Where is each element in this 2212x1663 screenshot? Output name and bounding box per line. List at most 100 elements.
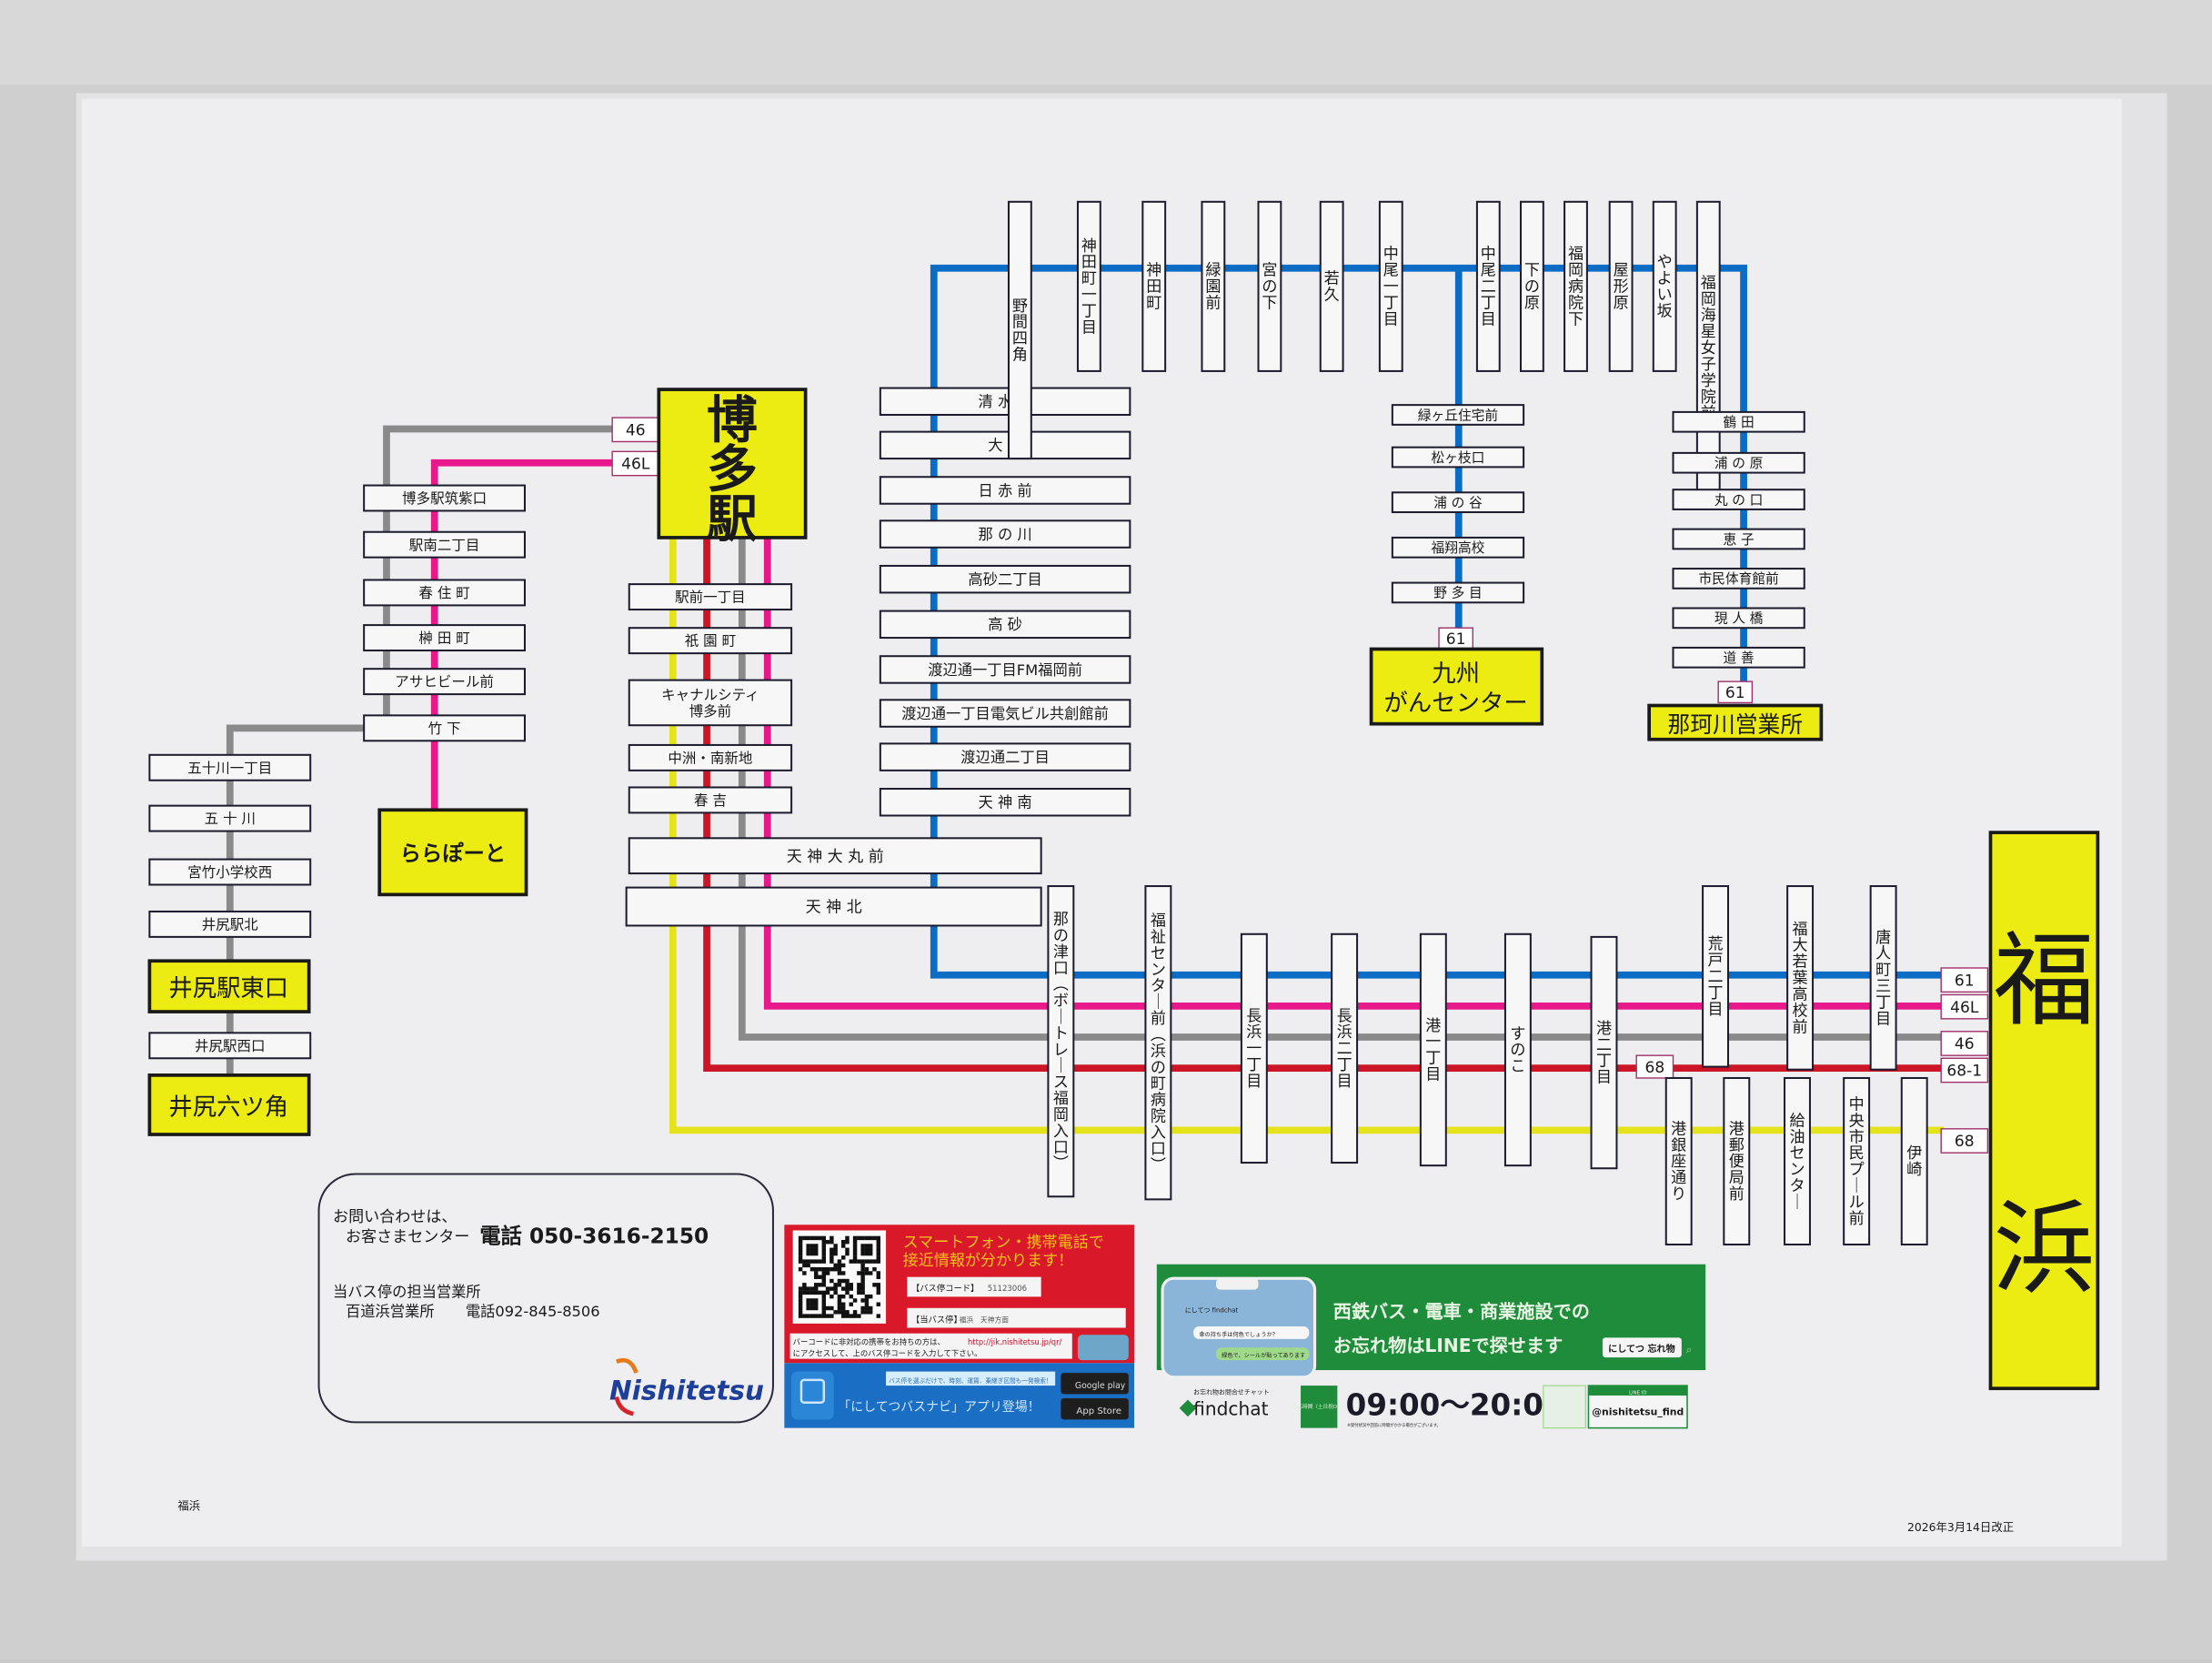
notice-url[interactable]: http://jik.nishitetsu.jp/qr/ xyxy=(968,1337,1062,1346)
bus-stop-trunk_top-3[interactable]: 長浜二丁目 xyxy=(1331,932,1359,1164)
route-number-nakagawa_61: 61 xyxy=(1717,680,1754,704)
bus-stop-hakata_south-4[interactable]: 春 吉 xyxy=(628,786,793,814)
app-store-badge[interactable] xyxy=(1061,1398,1129,1420)
bus-stop-route46_south-2[interactable]: 宮竹小学校西 xyxy=(148,858,312,886)
hub-fukuhama[interactable]: 福浜 xyxy=(1988,831,2100,1391)
bus-stop-route46_south-0[interactable]: 五十川一丁目 xyxy=(148,753,312,781)
bus-stop-route61_cancer-3[interactable]: 福翔高校 xyxy=(1391,536,1525,559)
hub-nakagawa-label: 那珂川営業所 xyxy=(1667,711,1803,738)
bus-stop-label: 中洲・南新地 xyxy=(668,750,752,766)
hub-lalaport[interactable]: ららぽーと xyxy=(377,808,528,897)
line-search-chip[interactable] xyxy=(1602,1337,1682,1358)
bus-stop-label: 丸 の 口 xyxy=(1714,492,1764,508)
bus-stop-trunk_top-4[interactable]: 港一丁目 xyxy=(1419,932,1447,1167)
bus-stop-label: 那の津口︵ボ｜トレ｜ス福岡入口︶ xyxy=(1053,911,1069,1174)
bus-stop-route61_top-10[interactable]: 屋形原 xyxy=(1608,200,1634,372)
bus-stop-route61_top-6[interactable]: 中尾一丁目 xyxy=(1378,200,1403,372)
bus-stop-label: 福大若葉高校前 xyxy=(1793,921,1808,1036)
bus-stop-route61_central-1[interactable]: 大 楠 xyxy=(879,430,1131,460)
bus-stop-trunk_top-0[interactable]: 那の津口︵ボ｜トレ｜ス福岡入口︶ xyxy=(1047,885,1075,1198)
hub-nakagawa-office[interactable]: 那珂川営業所 xyxy=(1647,703,1824,741)
office-phone[interactable]: 電話092-845-8506 xyxy=(466,1303,600,1320)
bus-stop-label: 那 の 川 xyxy=(979,526,1032,543)
bus-stop-hakata_south-0[interactable]: 駅前一丁目 xyxy=(628,583,793,611)
bus-stop-route61_cancer-2[interactable]: 浦 の 谷 xyxy=(1391,491,1525,514)
bus-stop-route61_central-9[interactable]: 天 神 南 xyxy=(879,788,1131,817)
hub-hakata-station[interactable]: 博多駅 xyxy=(657,388,808,549)
bus-stop-route61_central-7[interactable]: 渡辺通一丁目電気ビル共創館前 xyxy=(879,699,1131,728)
bus-stop-route61_top-11[interactable]: やよい坂 xyxy=(1652,200,1677,372)
hub-ijiri-rokkaku[interactable]: 井尻六ツ角 xyxy=(147,1073,311,1136)
bus-stop-tenjin-0[interactable]: 天 神 大 丸 前 xyxy=(628,837,1042,875)
bus-stop-route61_top-1[interactable]: 神田町一丁目 xyxy=(1076,200,1101,372)
bus-stop-trunk_top-7[interactable]: 荒戸二丁目 xyxy=(1702,885,1730,1068)
bus-stop-route61_nakagawa-6[interactable]: 道 善 xyxy=(1672,646,1805,669)
route-number-label: 46L xyxy=(1950,999,1979,1017)
bus-stop-route61_top-4[interactable]: 宮の下 xyxy=(1257,200,1282,372)
bus-stop-route46_west-2[interactable]: 春 住 町 xyxy=(363,579,526,607)
bus-stop-route46_west-3[interactable]: 榊 田 町 xyxy=(363,624,526,652)
bus-stop-hakata_south-3[interactable]: 中洲・南新地 xyxy=(628,743,793,771)
bus-stop-route68_bottom-3[interactable]: 中央市民プ｜ル前 xyxy=(1843,1076,1871,1246)
bus-stop-route46_south-1[interactable]: 五 十 川 xyxy=(148,804,312,832)
bus-stop-route61_top-8[interactable]: 下の原 xyxy=(1519,200,1544,372)
google-play-badge[interactable] xyxy=(1061,1373,1129,1395)
line-id[interactable]: @nishitetsu_find xyxy=(1592,1406,1684,1418)
hub-kyushu-cancer-center[interactable]: 九州 がんセンター xyxy=(1369,647,1544,726)
bus-stop-route46_west-4[interactable]: アサヒビール前 xyxy=(363,668,526,696)
bus-stop-route61_central-0[interactable]: 清 水 町 xyxy=(879,387,1131,417)
bus-stop-trunk_top-9[interactable]: 唐人町三丁目 xyxy=(1869,885,1897,1071)
bus-stop-route61_central-2[interactable]: 日 赤 前 xyxy=(879,476,1131,505)
hub-ijiri-east[interactable]: 井尻駅東口 xyxy=(147,959,311,1013)
app-store-label: App Store xyxy=(1076,1406,1121,1416)
bus-stop-route61_top-0[interactable]: 野間四角 xyxy=(1007,200,1032,460)
bus-stop-route61_top-3[interactable]: 緑園前 xyxy=(1201,200,1226,372)
bus-stop-route68_bottom-0[interactable]: 港銀座通り xyxy=(1664,1076,1693,1246)
bus-stop-route61_central-8[interactable]: 渡辺通二丁目 xyxy=(879,742,1131,771)
bus-stop-route61_nakagawa-2[interactable]: 丸 の 口 xyxy=(1672,489,1805,510)
bus-stop-route61_top-9[interactable]: 福岡病院下 xyxy=(1563,200,1588,372)
bus-stop-route61_cancer-1[interactable]: 松ヶ枝口 xyxy=(1391,446,1525,469)
bus-stop-trunk_top-2[interactable]: 長浜一丁目 xyxy=(1240,932,1268,1164)
bus-stop-route61_central-5[interactable]: 高 砂 xyxy=(879,610,1131,640)
bus-stop-route46_south-3[interactable]: 井尻駅北 xyxy=(148,910,312,938)
bus-stop-route68_bottom-2[interactable]: 給油センタ｜ xyxy=(1784,1076,1811,1246)
bus-stop-route61_nakagawa-0[interactable]: 鶴 田 xyxy=(1672,410,1805,433)
bus-stop-route46_west-5[interactable]: 竹 下 xyxy=(363,714,526,742)
bus-stop-route61_central-4[interactable]: 高砂二丁目 xyxy=(879,564,1131,594)
bus-stop-route46_south-4[interactable]: 井尻駅西口 xyxy=(148,1032,312,1060)
bus-stop-route61_nakagawa-1[interactable]: 浦 の 原 xyxy=(1672,451,1805,474)
bus-stop-label: 博多前 xyxy=(689,703,732,720)
bus-stop-route61_top-7[interactable]: 中尾二丁目 xyxy=(1475,200,1501,372)
bus-stop-trunk_top-6[interactable]: 港二丁目 xyxy=(1590,935,1618,1170)
bus-stop-route61_central-6[interactable]: 渡辺通一丁目FM福岡前 xyxy=(879,655,1131,684)
bus-stop-trunk_top-5[interactable]: すのこ xyxy=(1503,932,1532,1167)
main-phone[interactable]: 電話 050-3616-2150 xyxy=(479,1224,709,1248)
route-number-hakata_46: 46 xyxy=(611,417,660,443)
bus-stop-trunk_top-8[interactable]: 福大若葉高校前 xyxy=(1786,885,1815,1071)
bus-stop-route61_top-2[interactable]: 神田町 xyxy=(1141,200,1167,372)
bus-stop-route61_cancer-4[interactable]: 野 多 目 xyxy=(1391,581,1525,604)
findchat-caption: お忘れ物お問合せチャット xyxy=(1193,1387,1270,1396)
line-qr-code[interactable] xyxy=(1543,1385,1586,1429)
bus-stop-route61_cancer-0[interactable]: 緑ヶ丘住宅前 xyxy=(1391,404,1525,426)
bus-stop-route61_nakagawa-5[interactable]: 現 人 橋 xyxy=(1672,607,1805,630)
bus-stop-label: 神田町一丁目 xyxy=(1081,237,1097,338)
bus-stop-route61_nakagawa-3[interactable]: 恵 子 xyxy=(1672,528,1805,550)
bus-stop-tenjin-1[interactable]: 天 神 北 xyxy=(625,886,1042,927)
bus-stop-trunk_top-1[interactable]: 福祉センタ｜前︵浜の町病院入口︶ xyxy=(1144,885,1172,1201)
bus-stop-route61_central-3[interactable]: 那 の 川 xyxy=(879,519,1131,549)
bus-stop-route68_bottom-1[interactable]: 港郵便局前 xyxy=(1723,1076,1751,1246)
bus-stop-route46_west-0[interactable]: 博多駅筑紫口 xyxy=(363,484,526,512)
route-number-fukuhama_46: 46 xyxy=(1940,1031,1989,1056)
bus-stop-route68_bottom-4[interactable]: 伊崎 xyxy=(1900,1076,1928,1246)
bus-stop-route46_west-1[interactable]: 駅南二丁目 xyxy=(363,530,526,559)
bus-stop-label: 春 住 町 xyxy=(418,585,469,601)
bus-stop-label: 駅前一丁目 xyxy=(675,590,746,606)
bus-stop-hakata_south-1[interactable]: 祇 園 町 xyxy=(628,627,793,655)
bus-stop-label: 唐人町三丁目 xyxy=(1875,928,1891,1029)
bus-stop-route61_top-12[interactable]: 福岡海星女子学院前 xyxy=(1695,200,1721,495)
bus-stop-route61_top-5[interactable]: 若久 xyxy=(1319,200,1344,372)
bus-stop-route61_nakagawa-4[interactable]: 市民体育館前 xyxy=(1672,568,1805,590)
